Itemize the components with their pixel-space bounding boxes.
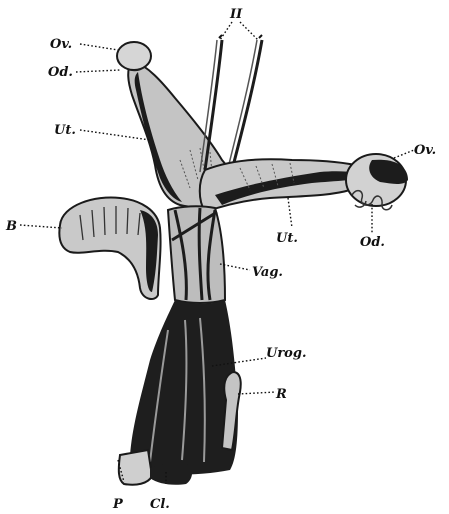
label-oviduct-left: Od. bbox=[48, 65, 73, 80]
label-ovary-right: Ov. bbox=[414, 143, 436, 158]
label-vagina: Vag. bbox=[252, 265, 283, 280]
rectum bbox=[222, 372, 241, 450]
leader-uterus-right bbox=[288, 198, 292, 228]
leader-vessels-b bbox=[240, 22, 258, 40]
label-uterus-right: Ut. bbox=[276, 231, 298, 246]
vessel-3 bbox=[232, 40, 262, 170]
label-vessels: II bbox=[229, 7, 243, 22]
label-uterus-left: Ut. bbox=[54, 123, 76, 138]
leader-rectum bbox=[238, 392, 276, 394]
label-bladder: B bbox=[5, 219, 17, 234]
leader-vessels-a bbox=[220, 22, 232, 40]
cloaca bbox=[150, 463, 192, 484]
label-rectum: R bbox=[275, 387, 287, 402]
vessel-4 bbox=[227, 40, 257, 172]
anatomy-drawing bbox=[59, 35, 408, 485]
label-oviduct-right: Od. bbox=[360, 235, 385, 250]
leader-oviduct-left bbox=[76, 70, 120, 72]
label-cloaca: Cl. bbox=[150, 497, 170, 512]
leader-ovary-right bbox=[394, 150, 414, 158]
leader-ovary-left bbox=[80, 44, 118, 50]
vessel-tips bbox=[219, 35, 262, 38]
leader-bladder bbox=[20, 225, 62, 228]
label-ovary-left: Ov. bbox=[50, 37, 72, 52]
leader-uterus-left bbox=[80, 130, 150, 140]
label-urogenital: Urog. bbox=[266, 346, 306, 361]
label-penis: P bbox=[112, 497, 124, 512]
